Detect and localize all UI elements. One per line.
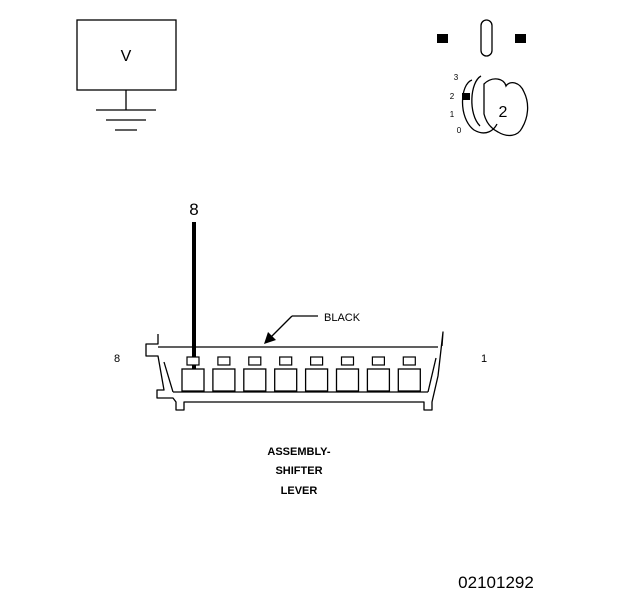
connector-pin-label-right: 1 bbox=[481, 353, 487, 365]
connector-cavity bbox=[274, 368, 298, 392]
connector-latch-window bbox=[371, 356, 385, 366]
connector-latch-window bbox=[217, 356, 231, 366]
connector-body bbox=[145, 331, 444, 411]
component-name-line-3: LEVER bbox=[281, 485, 318, 497]
connector-cavities bbox=[181, 356, 421, 392]
connector-latch-window bbox=[340, 356, 355, 366]
ignition-position-selected: 2 bbox=[499, 104, 508, 121]
connector-disconnect-icon bbox=[437, 19, 526, 57]
ground-icon bbox=[96, 109, 156, 131]
figure-id: 02101292 bbox=[458, 573, 534, 592]
connector-cavity bbox=[304, 368, 329, 392]
terminal-right-icon bbox=[515, 34, 526, 43]
ignition-position-0: 0 bbox=[457, 126, 462, 135]
ignition-key-icon: 2 3 2 1 0 bbox=[450, 73, 529, 137]
connector-latch-window bbox=[186, 356, 200, 366]
connector-cavity bbox=[397, 368, 421, 392]
wire-leader-arrow-icon bbox=[264, 315, 318, 344]
connector-cavity bbox=[212, 368, 236, 392]
connector-pin-label-left: 8 bbox=[114, 353, 120, 365]
component-name-line-2: SHIFTER bbox=[275, 465, 322, 477]
ignition-position-2: 2 bbox=[450, 92, 455, 101]
voltmeter-icon: V bbox=[76, 19, 177, 131]
connector-latch-window bbox=[402, 356, 416, 366]
connector-cavity bbox=[366, 368, 391, 392]
connector-cavity bbox=[181, 368, 205, 392]
wire-color-label: BLACK bbox=[324, 312, 361, 324]
key-slot-icon bbox=[480, 19, 493, 57]
voltmeter-symbol: V bbox=[121, 48, 132, 65]
component-name-line-1: ASSEMBLY- bbox=[267, 446, 331, 458]
terminal-left-icon bbox=[437, 34, 448, 43]
connector-latch-window bbox=[310, 356, 324, 366]
ignition-position-1: 1 bbox=[450, 110, 455, 119]
pin-callout-label: 8 bbox=[189, 200, 198, 219]
connector-latch-window bbox=[279, 356, 293, 366]
connector-cavity bbox=[335, 368, 360, 392]
connector-cavity bbox=[243, 368, 267, 392]
position-marker-icon bbox=[462, 93, 470, 100]
ignition-position-3: 3 bbox=[454, 73, 459, 82]
connector-latch-window bbox=[248, 356, 262, 366]
